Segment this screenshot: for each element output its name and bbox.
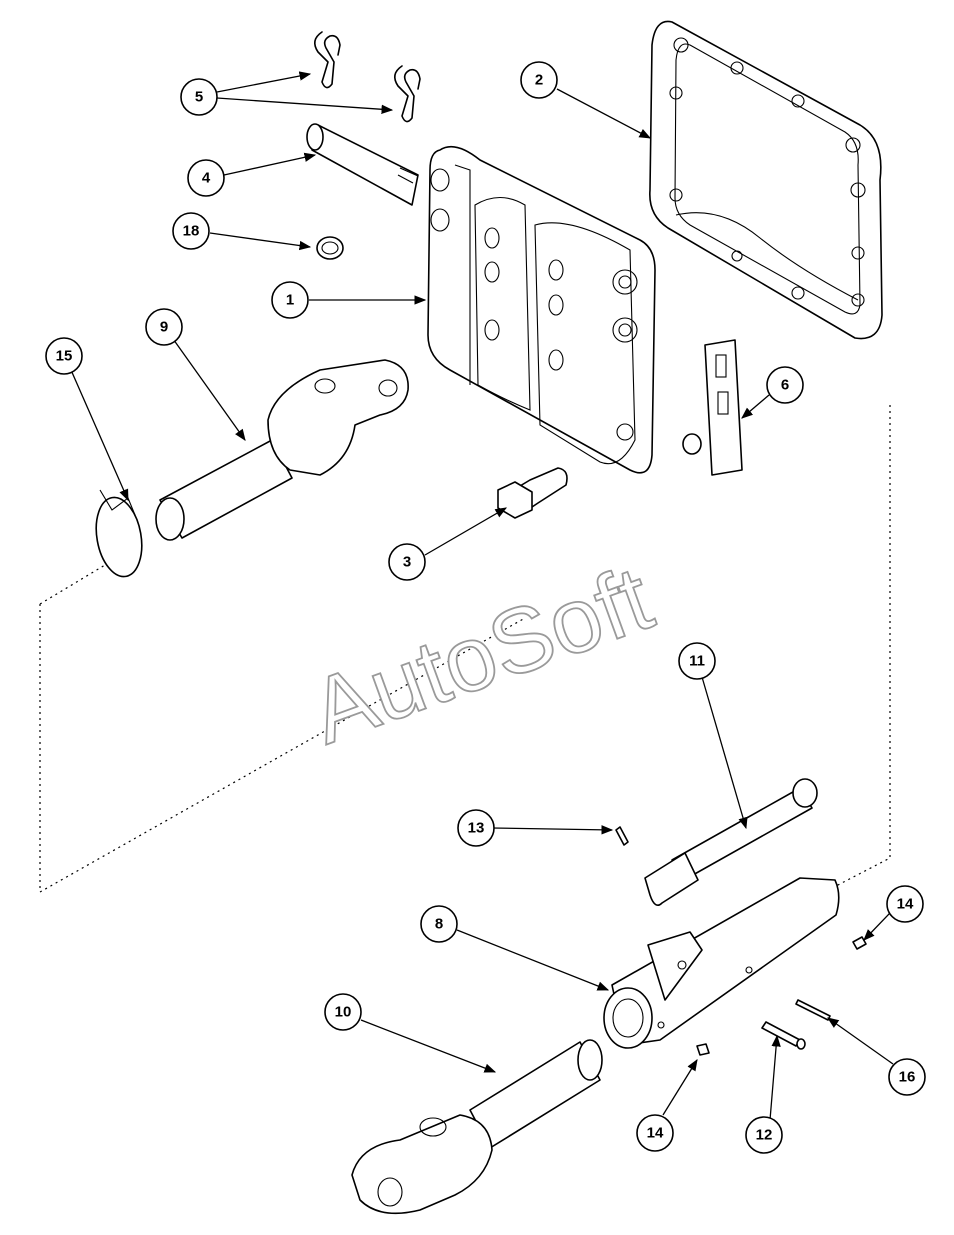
assembly-boundary-dotted (39, 405, 891, 894)
svg-text:4: 4 (202, 170, 211, 187)
callout-2: 2 (520, 61, 558, 99)
roll-pin-part (795, 999, 831, 1021)
universal-joint-shaft-lower-part (351, 1039, 603, 1215)
cylinder-body-part (603, 877, 840, 1049)
callout-13: 13 (457, 809, 495, 847)
svg-text:9: 9 (160, 319, 168, 336)
svg-text:16: 16 (899, 1069, 916, 1086)
svg-text:2: 2 (535, 72, 543, 89)
shaft-fork-part (644, 778, 818, 906)
svg-text:3: 3 (403, 554, 411, 571)
callout-14-lower: 14 (636, 1114, 674, 1152)
svg-text:6: 6 (781, 377, 789, 394)
callout-9: 9 (145, 308, 183, 346)
callout-3: 3 (388, 543, 426, 581)
callout-15: 15 (45, 337, 83, 375)
callout-1: 1 (271, 281, 309, 319)
svg-text:10: 10 (335, 1004, 352, 1021)
callout-14-upper: 14 (886, 885, 924, 923)
callout-5: 5 (180, 78, 218, 116)
svg-text:18: 18 (183, 223, 200, 240)
bolt-part (497, 467, 568, 519)
svg-text:11: 11 (689, 653, 705, 670)
r-clip-parts (314, 31, 421, 123)
callout-11: 11 (678, 642, 716, 680)
leader-lines (70, 71, 894, 1121)
gasket-part (649, 20, 883, 340)
bushing-part (316, 236, 344, 260)
svg-text:13: 13 (468, 820, 485, 837)
svg-text:14: 14 (647, 1125, 664, 1142)
callout-10: 10 (324, 993, 362, 1031)
spring-clip-part (95, 489, 143, 578)
svg-text:1: 1 (286, 292, 294, 309)
universal-joint-shaft-part (155, 359, 409, 541)
grease-fitting-part-upper (852, 936, 867, 950)
cotter-pin-part (615, 826, 629, 846)
svg-text:15: 15 (56, 348, 73, 365)
grease-fitting-part-lower (696, 1043, 710, 1056)
svg-text:8: 8 (435, 916, 443, 933)
lever-plate-part (682, 339, 743, 476)
pin-part (306, 123, 419, 206)
svg-text:14: 14 (897, 896, 914, 913)
callout-4: 4 (187, 159, 225, 197)
svg-text:5: 5 (195, 89, 203, 106)
callout-16: 16 (888, 1058, 926, 1096)
callout-12: 12 (745, 1116, 783, 1154)
svg-text:12: 12 (756, 1127, 773, 1144)
callout-8: 8 (420, 905, 458, 943)
clevis-pin-part (761, 1021, 806, 1050)
callout-6: 6 (766, 366, 804, 404)
callout-18: 18 (172, 212, 210, 250)
watermark-text: AutoSoft (298, 547, 665, 764)
housing-part (427, 145, 656, 474)
